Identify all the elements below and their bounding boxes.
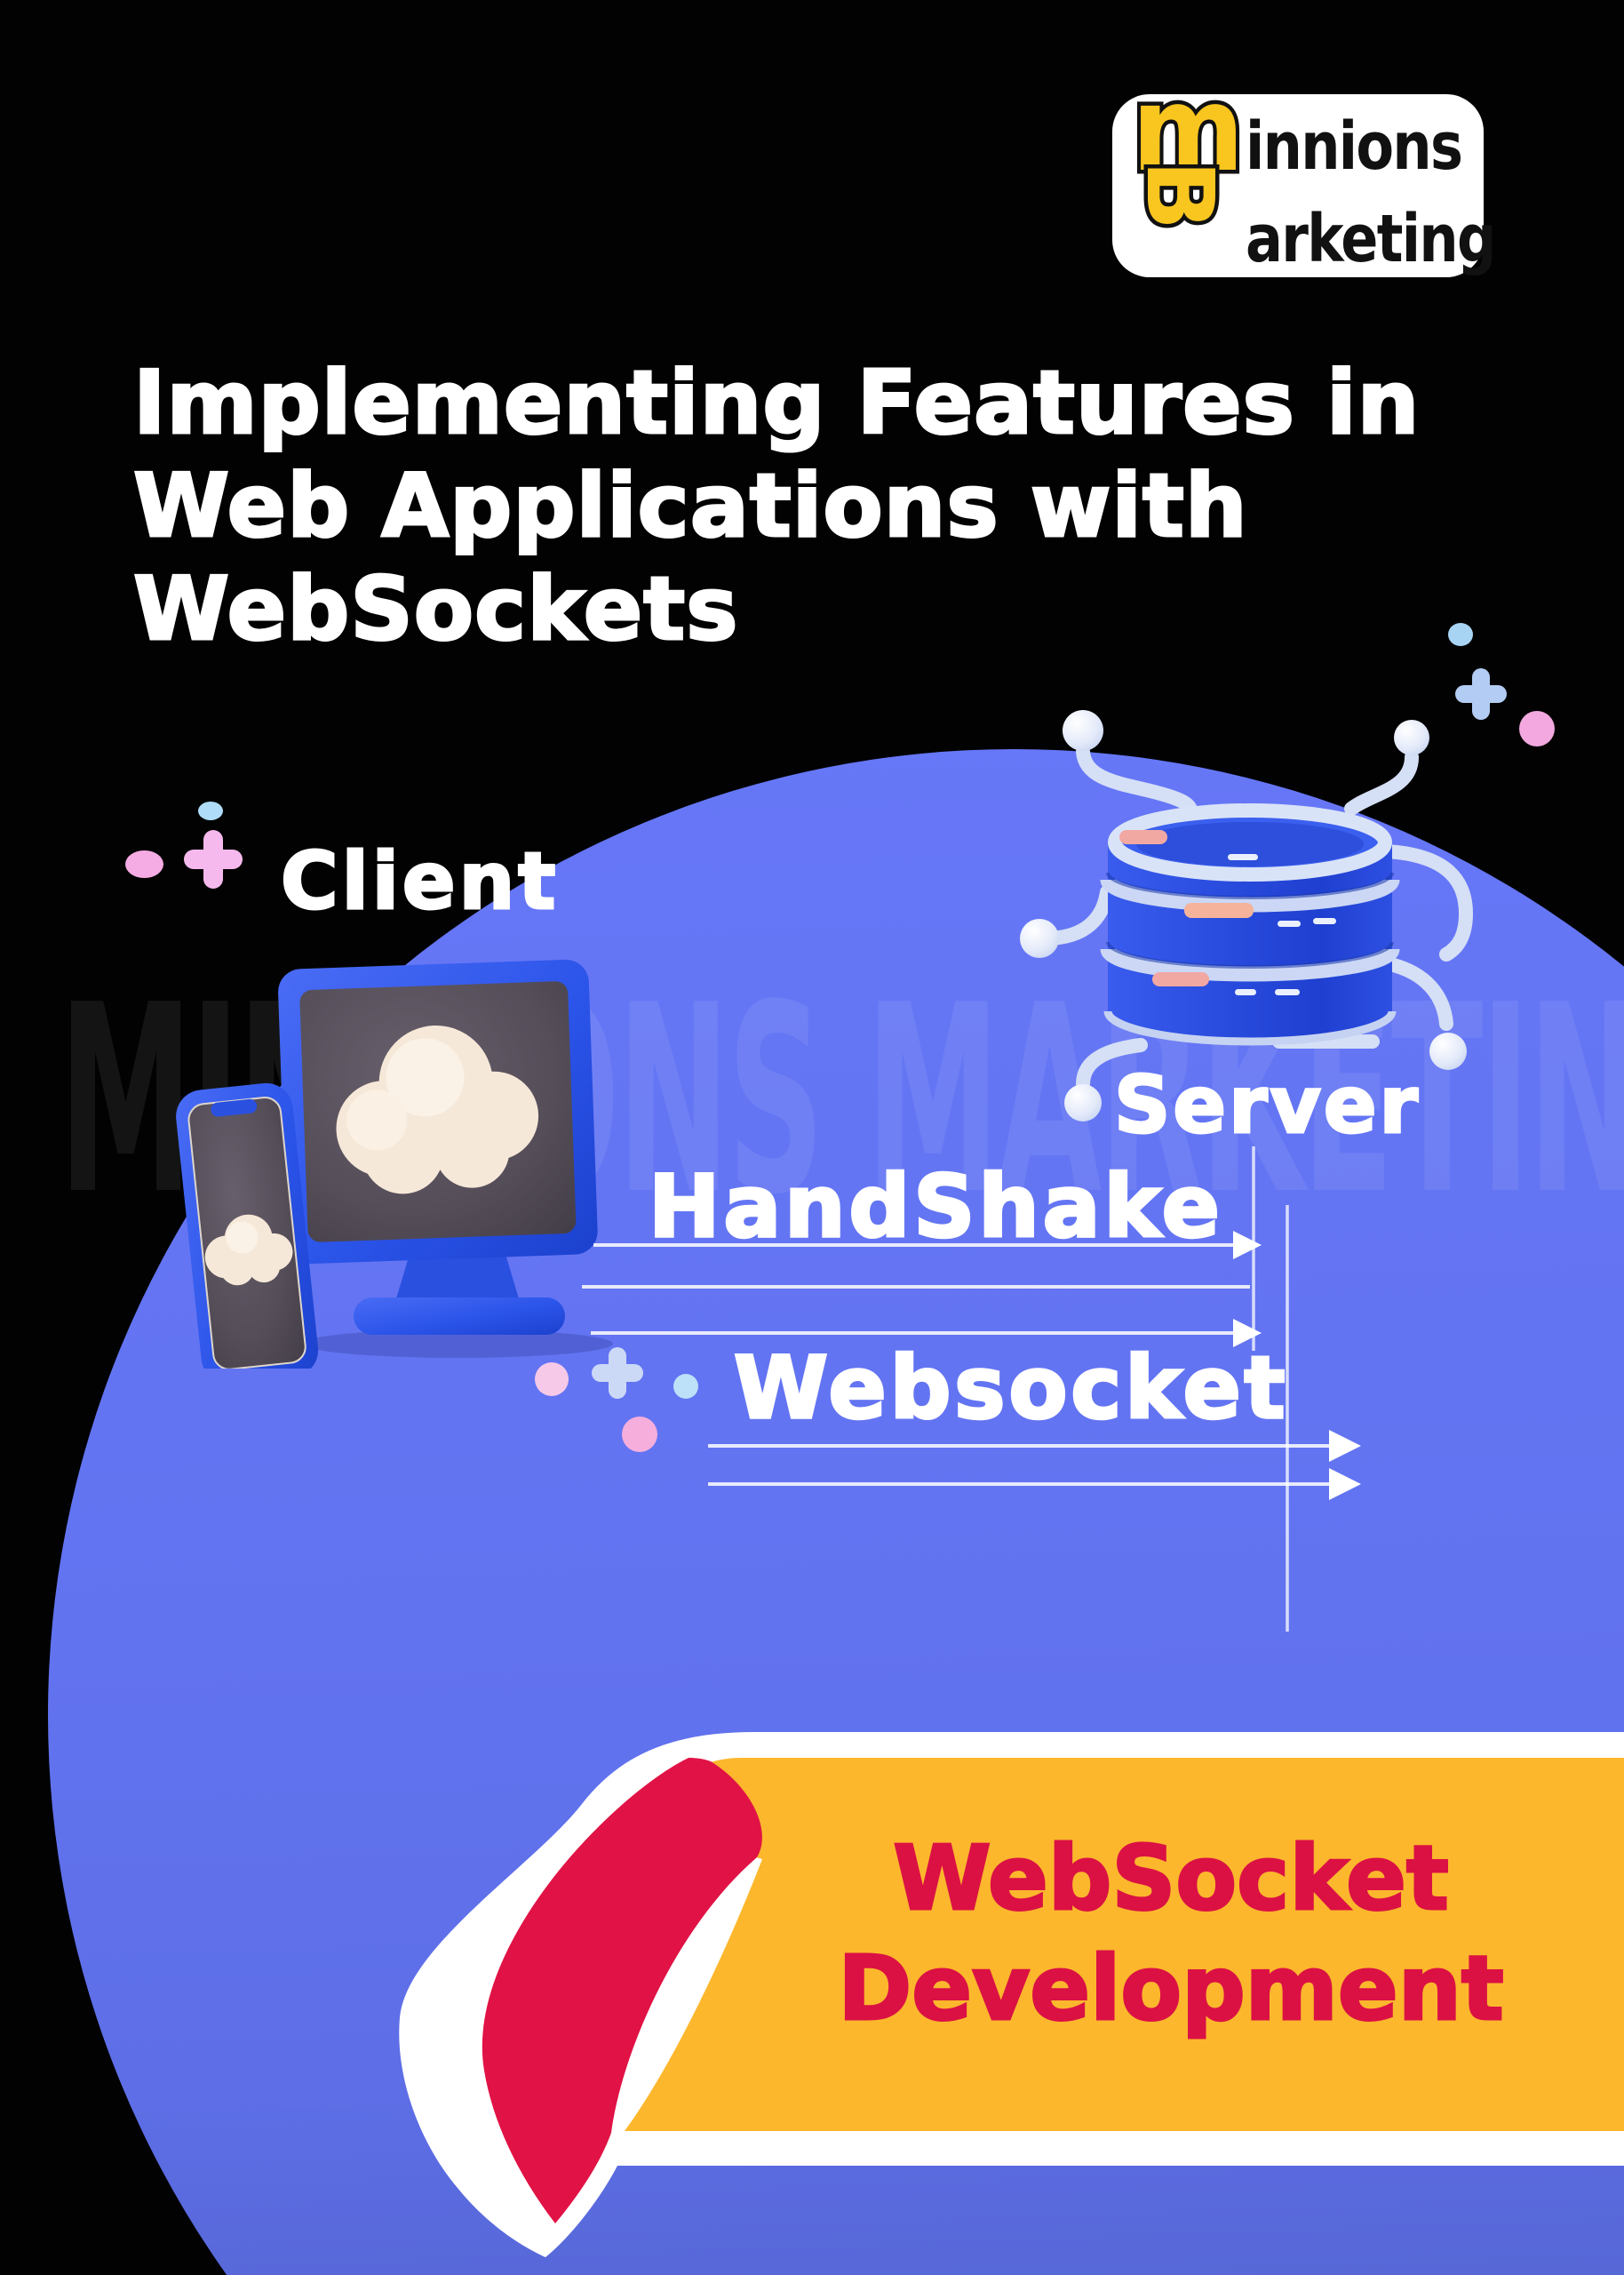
title-line-1: Implementing Features in bbox=[131, 352, 1421, 456]
dot-icon bbox=[198, 802, 223, 820]
dot-icon bbox=[125, 850, 163, 878]
title-line-3: WebSockets bbox=[131, 558, 739, 662]
title-line-2: Web Applications with bbox=[131, 455, 1248, 559]
brand-logo: m B innions arketing bbox=[1112, 68, 1496, 277]
dot-icon bbox=[535, 1362, 569, 1396]
dot-icon bbox=[622, 1417, 657, 1452]
database-cylinder bbox=[1100, 803, 1400, 1046]
monitor-stand-base bbox=[354, 1297, 565, 1335]
plus-icon bbox=[592, 1347, 643, 1399]
server-database-illustration bbox=[1020, 710, 1474, 1122]
dot-icon bbox=[673, 1374, 698, 1399]
plus-icon bbox=[1455, 668, 1507, 720]
dot-icon bbox=[1448, 623, 1473, 646]
client-label: Client bbox=[279, 834, 560, 929]
server-led-strip bbox=[1119, 830, 1167, 844]
banner: WebSocket Development bbox=[399, 1732, 1624, 2257]
page-title: Implementing Features in Web Application… bbox=[131, 352, 1421, 662]
monitor-stand-neck bbox=[394, 1251, 521, 1305]
banner-yellow-plate bbox=[625, 1758, 1624, 2131]
connector-nodes bbox=[1020, 710, 1467, 1122]
device-shadow bbox=[302, 1329, 613, 1358]
cloud-icon-small bbox=[204, 1214, 293, 1286]
handshake-label: HandShake bbox=[647, 1155, 1223, 1258]
client-devices-illustration bbox=[176, 959, 613, 1369]
logo-word-innions: innions bbox=[1246, 108, 1463, 185]
server-label: Server bbox=[1113, 1058, 1421, 1153]
banner-red-ribbon bbox=[482, 1758, 762, 2223]
banner-line-2: Development bbox=[838, 1936, 1503, 2040]
websocket-label: Websocket bbox=[732, 1337, 1289, 1440]
logo-monogram-m: m bbox=[1128, 61, 1248, 198]
arrow-heads bbox=[1233, 1231, 1361, 1500]
dot-icon bbox=[1519, 711, 1555, 746]
logo-word-arketing: arketing bbox=[1246, 201, 1496, 277]
cloud-icon bbox=[336, 1026, 539, 1194]
phone-notch bbox=[211, 1098, 258, 1117]
plus-icon bbox=[184, 830, 243, 889]
server-led-strip bbox=[1184, 903, 1254, 918]
server-led-strip bbox=[1152, 972, 1209, 986]
banner-line-1: WebSocket bbox=[893, 1826, 1449, 1930]
